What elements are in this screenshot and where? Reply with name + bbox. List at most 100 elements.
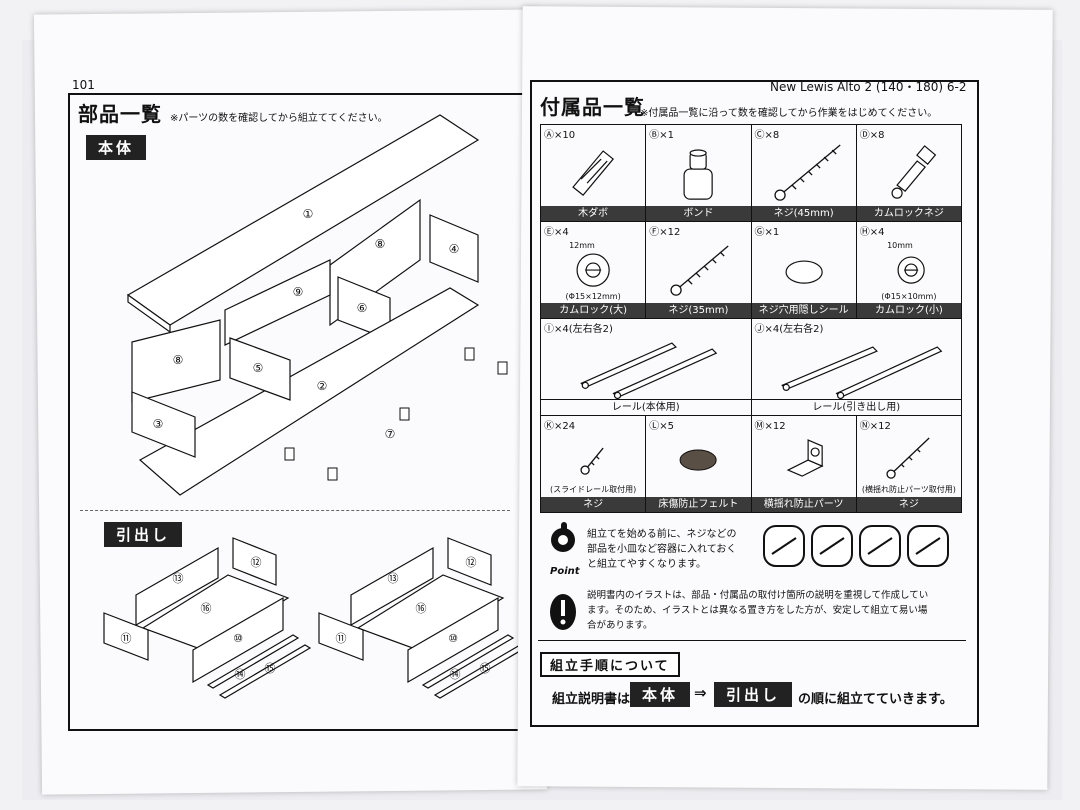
procedure-arrow: ⇒ bbox=[694, 684, 707, 702]
part-c-code: Ⓒ×8 bbox=[754, 130, 780, 141]
label-10b: ⑩ bbox=[448, 632, 458, 645]
part-a-code: Ⓐ×10 bbox=[544, 130, 576, 141]
part-a-cell: Ⓐ×10 木ダボ bbox=[541, 125, 647, 221]
part-n-name: ネジ bbox=[856, 497, 961, 512]
part-8-back-panel-lower bbox=[131, 319, 221, 403]
part-f-cell: Ⓕ×12 ネジ(35mm) bbox=[646, 222, 752, 318]
label-13b: ⑬ bbox=[388, 572, 399, 585]
label-6: ⑥ bbox=[357, 301, 368, 315]
drawer-set-a bbox=[103, 537, 312, 699]
point-line-3: と組立てやすくなります。 bbox=[587, 559, 706, 570]
label-8: ⑧ bbox=[375, 237, 386, 251]
felt-icon bbox=[679, 449, 717, 471]
body-tag: 本体 bbox=[86, 135, 147, 160]
part-c-cell: Ⓒ×8 ネジ(45mm) bbox=[751, 125, 857, 221]
part-e-sub: (Φ15×12mm) bbox=[565, 292, 621, 301]
part-f-code: Ⓕ×12 bbox=[649, 227, 681, 238]
point-hand-icon bbox=[551, 522, 575, 552]
label-7: ⑦ bbox=[385, 427, 396, 441]
part-a-name: 木ダボ bbox=[541, 206, 646, 221]
drawer-exploded-diagram: ⑩ ⑪ ⑫ ⑬ ⑭ ⑮ ⑯ ⑩ ⑪ ⑫ ⑬ ⑭ ⑮ ⑯ bbox=[103, 537, 518, 699]
accessories-grid: Ⓐ×10 木ダボ Ⓑ×1 ボンド Ⓒ×8 ネジ(45mm) Ⓓ×8 カムロックネ… bbox=[540, 124, 962, 513]
procedure-title: 組立手順について bbox=[540, 652, 680, 677]
part-b-cell: Ⓑ×1 ボンド bbox=[646, 125, 752, 221]
part-b-code: Ⓑ×1 bbox=[649, 130, 674, 141]
part-e-dim: 12mm bbox=[569, 241, 595, 250]
label-11b: ⑪ bbox=[336, 632, 347, 645]
part-l-cell: Ⓛ×5 床傷防止フェルト bbox=[646, 416, 752, 512]
part-h-sub: (Φ15×10mm) bbox=[881, 292, 937, 301]
point-line-2: 部品を小皿など容器に入れておく bbox=[587, 544, 737, 555]
rail-icon bbox=[580, 342, 718, 400]
label-14b: ⑭ bbox=[450, 668, 461, 681]
label-15b: ⑮ bbox=[480, 662, 491, 675]
procedure-step-body: 本体 bbox=[630, 682, 691, 707]
part-g-name: ネジ穴用隠しシール bbox=[751, 303, 856, 318]
procedure-step-drawer: 引出し bbox=[714, 682, 793, 707]
part-l-code: Ⓛ×5 bbox=[649, 421, 674, 432]
left-page-number: 101 bbox=[72, 78, 95, 92]
part-n-sub: (横揺れ防止パーツ取付用) bbox=[861, 485, 956, 494]
label-15: ⑮ bbox=[265, 662, 276, 675]
label-14: ⑭ bbox=[235, 668, 246, 681]
part-h-name: カムロック(小) bbox=[856, 303, 961, 318]
part-j-code: Ⓙ×4(左右各2) bbox=[754, 324, 824, 335]
screw-icon bbox=[670, 245, 729, 296]
camlock-screw-icon bbox=[891, 145, 936, 199]
part-m-name: 横揺れ防止パーツ bbox=[751, 497, 856, 512]
part-k-name: ネジ bbox=[541, 497, 646, 512]
camlock-icon: 12mm bbox=[569, 241, 610, 287]
grid-row: Ⓔ×4 12mm (Φ15×12mm) カムロック(大) Ⓕ×12 ネジ(35m… bbox=[541, 222, 961, 319]
part-d-name: カムロックネジ bbox=[856, 206, 961, 221]
warning-line-3: 合があります。 bbox=[587, 620, 653, 631]
part-d-code: Ⓓ×8 bbox=[859, 130, 885, 141]
part-i-code: Ⓘ×4(左右各2) bbox=[544, 324, 613, 335]
parts-list-title: 部品一覧 bbox=[78, 102, 162, 126]
part-c-name: ネジ(45mm) bbox=[751, 206, 856, 221]
accessories-title: 付属品一覧 bbox=[540, 95, 645, 119]
point-text: 組立てを始める前に、ネジなどの 部品を小皿など容器に入れておく と組立てやすくな… bbox=[587, 527, 737, 572]
label-12b: ⑫ bbox=[466, 556, 477, 569]
part-e-cell: Ⓔ×4 12mm (Φ15×12mm) カムロック(大) bbox=[541, 222, 647, 318]
seal-icon bbox=[784, 260, 823, 284]
drawer-tag: 引出し bbox=[104, 522, 183, 547]
point-line-1: 組立てを始める前に、ネジなどの bbox=[587, 529, 737, 540]
label-3: ③ bbox=[153, 417, 164, 431]
small-screw-icon bbox=[580, 447, 604, 475]
label-12: ⑫ bbox=[251, 556, 262, 569]
part-i-cell: Ⓘ×4(左右各2) レール(本体用) bbox=[541, 319, 752, 415]
parts-list-note: ※パーツの数を確認してから組立ててください。 bbox=[170, 113, 388, 124]
warning-icon bbox=[550, 594, 576, 630]
part-4-side-panel bbox=[429, 214, 479, 283]
part-h-cell: Ⓗ×4 10mm (Φ15×10mm) カムロック(小) bbox=[856, 222, 961, 318]
accessories-note: ※付属品一覧に沿って数を確認してから作業をはじめてください。 bbox=[640, 108, 938, 119]
part-k-cell: Ⓚ×24 (スライドレール取付用) ネジ bbox=[541, 416, 647, 512]
part-j-name: レール(引き出し用) bbox=[751, 399, 961, 415]
right-page-header: New Lewis Alto 2 (140・180) 6-2 bbox=[770, 80, 967, 94]
label-2: ② bbox=[317, 379, 328, 393]
label-16: ⑯ bbox=[201, 602, 212, 615]
warning-line-2: ます。そのため、イラストとは異なる置き方をした方が、安定して組立て易い場 bbox=[587, 605, 928, 616]
part-2-bottom-board bbox=[138, 287, 480, 496]
part-h-code: Ⓗ×4 bbox=[859, 227, 885, 238]
label-16b: ⑯ bbox=[416, 602, 427, 615]
part-m-code: Ⓜ×12 bbox=[754, 421, 786, 432]
part-d-cell: Ⓓ×8 カムロックネジ bbox=[856, 125, 961, 221]
dowel-icon bbox=[572, 150, 615, 196]
camlock-icon: 10mm bbox=[887, 241, 925, 284]
part-5-divider bbox=[229, 337, 291, 401]
section-separator bbox=[80, 510, 510, 511]
label-5: ⑤ bbox=[253, 361, 264, 375]
part-k-sub: (スライドレール取付用) bbox=[550, 485, 637, 494]
grid-row: Ⓘ×4(左右各2) レール(本体用) Ⓙ×4(左右各2) レール(引き出し用) bbox=[541, 319, 961, 416]
warning-line-1: 説明書内のイラストは、部品・付属品の取付け箇所の説明を重視して作成してい bbox=[587, 590, 929, 601]
part-g-cell: Ⓖ×1 ネジ穴用隠しシール bbox=[751, 222, 857, 318]
part-h-dim: 10mm bbox=[887, 241, 913, 250]
part-n-code: Ⓝ×12 bbox=[859, 421, 891, 432]
part-j-cell: Ⓙ×4(左右各2) レール(引き出し用) bbox=[751, 319, 961, 415]
label-4: ④ bbox=[449, 242, 460, 256]
grid-row: Ⓐ×10 木ダボ Ⓑ×1 ボンド Ⓒ×8 ネジ(45mm) Ⓓ×8 カムロックネ… bbox=[541, 125, 961, 222]
label-1: ① bbox=[303, 207, 314, 221]
part-g-code: Ⓖ×1 bbox=[754, 227, 780, 238]
part-m-cell: Ⓜ×12 横揺れ防止パーツ bbox=[751, 416, 857, 512]
